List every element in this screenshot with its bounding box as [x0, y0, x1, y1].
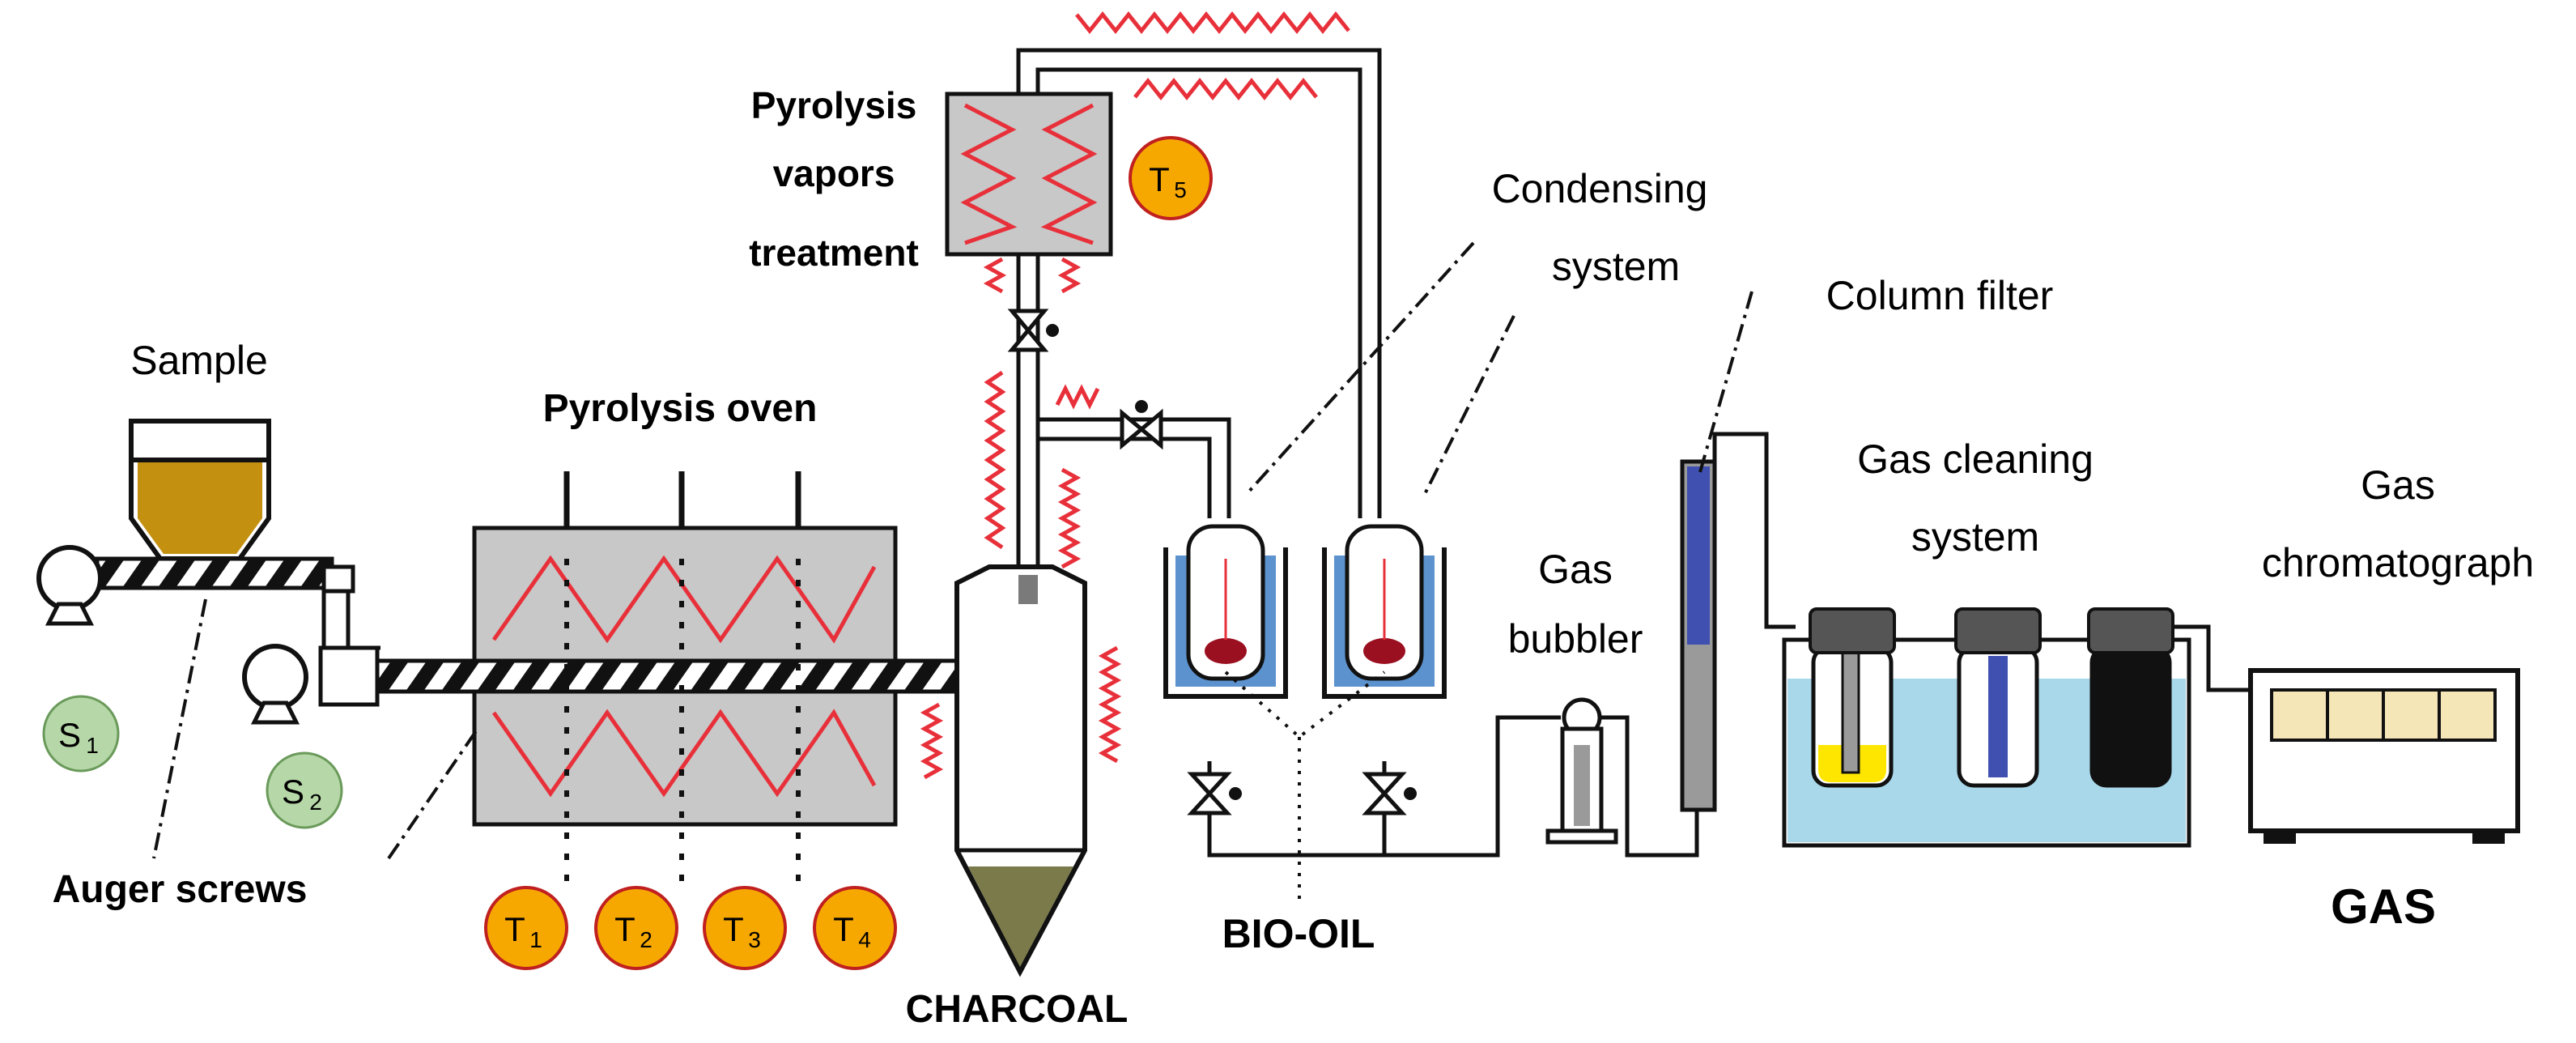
label-vapors-2: vapors [773, 152, 895, 194]
label-gas: GAS [2331, 879, 2436, 934]
gas-chromatograph [2248, 668, 2520, 844]
auger-screw-1 [95, 556, 355, 594]
vapors-treatment-unit [945, 92, 1113, 257]
motor-1 [36, 545, 103, 626]
oven-heater-bottom [491, 709, 877, 798]
svg-text:2: 2 [640, 927, 653, 952]
label-bubbler-1: Gas [1538, 547, 1613, 592]
valve-vertical [1007, 309, 1059, 352]
charcoal-collector [954, 564, 1087, 977]
bio-oil-leader [1224, 670, 1386, 899]
bio-oil-1 [1205, 638, 1247, 664]
svg-text:T: T [723, 910, 744, 948]
svg-text:1: 1 [529, 927, 542, 952]
bio-oil-2 [1363, 638, 1405, 664]
oven-heater-top [491, 555, 877, 644]
motor-2 [242, 644, 380, 725]
svg-text:3: 3 [748, 927, 761, 952]
svg-text:2: 2 [309, 790, 322, 815]
label-bubbler-2: bubbler [1508, 616, 1643, 662]
label-vapors-1: Pyrolysis [751, 84, 917, 126]
svg-text:T: T [504, 910, 525, 948]
svg-text:S: S [58, 716, 81, 754]
column-filter [1680, 459, 1717, 812]
gas-cleaning-bottle-3 [2087, 607, 2174, 788]
condenser-2 [1322, 524, 1447, 699]
svg-text:T: T [614, 910, 635, 948]
label-condensing-1: Condensing [1492, 166, 1708, 211]
label-column-filter: Column filter [1826, 273, 2054, 318]
heater-zigzags [920, 11, 1350, 780]
sample-hopper [129, 419, 271, 561]
valve-bioil-1 [1187, 772, 1242, 815]
valve-bioil-2 [1362, 772, 1417, 815]
leader-lines [152, 241, 1753, 860]
label-gc-2: chromatograph [2262, 540, 2534, 585]
sensor-t2: T 2 [594, 886, 678, 970]
pyrolysis-oven [472, 471, 898, 891]
label-gas-cleaning-1: Gas cleaning [1857, 436, 2094, 482]
sensor-s1: S 1 [42, 695, 120, 773]
svg-text:T: T [833, 910, 854, 948]
sample-material [138, 460, 262, 554]
sensor-t5: T 5 [1129, 136, 1213, 220]
sensor-s2: S 2 [266, 751, 343, 829]
condenser-1 [1163, 524, 1288, 699]
branch-pipe [1038, 417, 1231, 518]
label-charcoal: CHARCOAL [906, 988, 1129, 1031]
charcoal-material [968, 866, 1073, 967]
label-condensing-2: system [1552, 244, 1680, 289]
gas-bubbler [1545, 697, 1618, 845]
sensor-t1: T 1 [484, 886, 568, 970]
gas-cleaning-bottle-2 [1954, 607, 2042, 788]
auger-screw-2 [326, 658, 987, 694]
svg-text:1: 1 [86, 733, 99, 758]
label-sample: Sample [130, 338, 268, 383]
sensor-t4: T 4 [813, 886, 897, 970]
label-gc-1: Gas [2361, 462, 2435, 508]
label-bio-oil: BIO-OIL [1222, 911, 1375, 956]
label-vapors-3: treatment [749, 232, 919, 274]
svg-text:4: 4 [858, 927, 871, 952]
svg-text:5: 5 [1174, 177, 1187, 202]
svg-text:T: T [1149, 160, 1170, 198]
label-pyrolysis-oven: Pyrolysis oven [543, 387, 818, 430]
valve-horizontal [1120, 400, 1163, 450]
svg-text:S: S [282, 773, 304, 811]
label-gas-cleaning-2: system [1911, 514, 2039, 560]
gas-cleaning-bottle-1 [1809, 607, 1896, 788]
sensor-t3: T 3 [703, 886, 787, 970]
label-auger-screws: Auger screws [53, 868, 308, 911]
